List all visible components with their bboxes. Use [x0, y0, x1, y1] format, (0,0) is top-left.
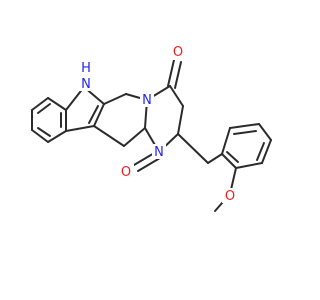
bond-inner: [37, 103, 51, 114]
bond: [229, 123, 260, 129]
label-mask: [171, 44, 185, 60]
label-mask: [222, 188, 237, 203]
carbonyl-bond: [174, 61, 182, 89]
label-mask: [79, 75, 93, 91]
amide-nitrogen-lower-label: N: [154, 145, 164, 160]
bond: [221, 127, 231, 155]
bond: [65, 125, 95, 132]
bond: [93, 103, 105, 127]
bond: [47, 130, 67, 143]
bond: [177, 105, 184, 135]
ether-oxygen-label: O: [225, 189, 235, 204]
bond: [31, 97, 49, 111]
bond: [103, 93, 127, 105]
indole-nitrogen-label: N: [81, 77, 91, 92]
carbonyl-bond: [137, 157, 161, 172]
label-mask: [152, 144, 166, 159]
molecule-structure: H N N N O O O: [31, 44, 272, 212]
bond: [261, 139, 272, 164]
indole-nh-hydrogen-label: H: [81, 61, 91, 76]
carbonyl-oxygen-lower-label: O: [121, 165, 131, 180]
bond: [169, 85, 184, 107]
carbonyl-bond: [167, 59, 175, 87]
label-mask: [118, 164, 134, 180]
label-mask: [140, 92, 154, 107]
bond: [221, 153, 237, 169]
label-mask: [79, 60, 93, 75]
bond-inner: [226, 151, 239, 163]
bond-inner: [233, 130, 257, 135]
bond: [207, 153, 223, 164]
bond: [47, 97, 67, 111]
bond-inner: [88, 105, 99, 124]
amide-nitrogen-upper-label: N: [142, 93, 152, 108]
bond: [177, 133, 209, 164]
bond-inner: [256, 142, 265, 161]
bond: [235, 162, 263, 169]
carbonyl-oxygen-upper-label: O: [173, 45, 183, 60]
bond: [123, 127, 146, 147]
bond: [93, 125, 125, 147]
bond-inner: [37, 127, 51, 137]
bond: [258, 123, 272, 141]
bond: [31, 129, 49, 143]
